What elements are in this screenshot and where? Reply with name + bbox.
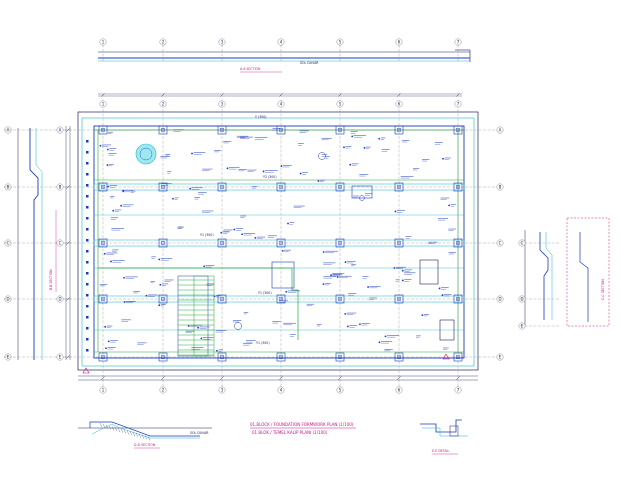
svg-text:5: 5	[339, 387, 342, 392]
grid-col-bubble-top-3: 3	[218, 38, 226, 46]
grid-col-bubble-bottom-1: 1	[99, 386, 107, 394]
svg-text:SOL DUVAR: SOL DUVAR	[300, 61, 319, 65]
right-section: C-C SECTION	[524, 217, 610, 327]
svg-text:2: 2	[162, 101, 165, 106]
bottom-left-section: D-D SECTION SOL DUVAR	[78, 421, 212, 449]
right-section-label: C-C SECTION	[601, 279, 605, 300]
svg-text:Y2 (300): Y2 (300)	[263, 175, 277, 179]
svg-text:3: 3	[221, 39, 224, 44]
grid-col-bubble-top-2: 2	[159, 38, 167, 46]
grid-col-bubble-top-7: 7	[454, 38, 462, 46]
svg-text:E: E	[499, 354, 502, 359]
grid-col-bubble-3: 3	[218, 100, 226, 108]
grid-col-bubble-bottom-2: 2	[159, 386, 167, 394]
svg-text:A: A	[499, 127, 502, 132]
svg-text:4: 4	[280, 39, 283, 44]
svg-text:2: 2	[162, 39, 165, 44]
grid-col-bubble-top-1: 1	[99, 38, 107, 46]
svg-text:Y1 (300): Y1 (300)	[256, 341, 270, 345]
grid-col-bubble-top-5: 5	[336, 38, 344, 46]
bottom-right-detail-label: E-E DETAIL	[432, 449, 449, 453]
svg-text:A: A	[7, 127, 10, 132]
svg-text:7: 7	[457, 39, 460, 44]
grid-col-bubble-bottom-3: 3	[218, 386, 226, 394]
svg-text:B: B	[499, 184, 502, 189]
svg-text:D: D	[6, 296, 9, 301]
top-section-label: A-A SECTION	[240, 67, 261, 71]
svg-text:6: 6	[398, 39, 401, 44]
left-section-label: B-B SECTION	[49, 269, 53, 290]
svg-text:5: 5	[339, 101, 342, 106]
grid-row-bubble-right-D: D	[496, 295, 504, 303]
svg-text:D: D	[58, 296, 61, 301]
grid-row-bubble-E: E	[56, 353, 64, 361]
svg-text:C: C	[7, 240, 10, 245]
plan-title-line1: 01.BLOCK / FOUNDATION FORMWORK PLAN (1/1…	[250, 422, 354, 427]
bottom-right-detail: E-E DETAIL	[420, 419, 468, 455]
svg-text:Y1 (300): Y1 (300)	[258, 291, 272, 295]
grid-col-bubble-2: 2	[159, 100, 167, 108]
grid-row-bubble-right-A: A	[496, 126, 504, 134]
bottom-left-section-label: D-D SECTION	[134, 443, 156, 447]
svg-text:B: B	[7, 184, 10, 189]
svg-text:E: E	[7, 354, 10, 359]
top-section: A-A SECTION SOL DUVAR	[98, 49, 471, 73]
svg-text:7: 7	[457, 387, 460, 392]
grid-col-bubble-bottom-7: 7	[454, 386, 462, 394]
svg-text:6: 6	[398, 101, 401, 106]
svg-text:5: 5	[339, 39, 342, 44]
svg-text:Y1 (300): Y1 (300)	[200, 233, 214, 237]
grid-col-bubble-1: 1	[99, 100, 107, 108]
svg-text:C: C	[499, 240, 502, 245]
grid-row-bubble-right-B: B	[496, 183, 504, 191]
svg-text:1: 1	[102, 101, 105, 106]
grid-col-bubble-4: 4	[277, 100, 285, 108]
svg-text:SOL DUVAR: SOL DUVAR	[190, 431, 209, 435]
foundation-plan: Y (300) Y2 (300) Y1 (300) Y1 (300) Y1 (3…	[77, 111, 479, 374]
svg-text:E: E	[59, 354, 62, 359]
grid-col-bubble-bottom-4: 4	[277, 386, 285, 394]
svg-text:1: 1	[102, 387, 105, 392]
grid-col-bubble-top-4: 4	[277, 38, 285, 46]
grid-col-bubble-bottom-6: 6	[395, 386, 403, 394]
left-section: B-B SECTION	[17, 128, 57, 360]
svg-text:B: B	[59, 184, 62, 189]
grid-col-bubble-bottom-5: 5	[336, 386, 344, 394]
svg-text:4: 4	[280, 387, 283, 392]
svg-text:3: 3	[221, 101, 224, 106]
grid-col-bubble-top-6: 6	[395, 38, 403, 46]
svg-text:C: C	[59, 240, 62, 245]
svg-text:6: 6	[398, 387, 401, 392]
svg-text:D: D	[498, 296, 501, 301]
grid-row-bubble-C: C	[56, 239, 64, 247]
svg-text:7: 7	[457, 101, 460, 106]
grid-row-bubble-A: A	[56, 126, 64, 134]
svg-text:4: 4	[280, 101, 283, 106]
grid-row-bubble-B: B	[56, 183, 64, 191]
grid-row-bubble-D: D	[56, 295, 64, 303]
grid-col-bubble-6: 6	[395, 100, 403, 108]
plan-title: 01.BLOCK / FOUNDATION FORMWORK PLAN (1/1…	[250, 422, 356, 435]
svg-text:1: 1	[102, 39, 105, 44]
grid-row-bubble-right-C: C	[496, 239, 504, 247]
grid-row-bubble-right-E: E	[496, 353, 504, 361]
svg-text:A: A	[59, 127, 62, 132]
plan-title-line2: 01.BLOK / TEMEL KALIP PLANI (1/100)	[252, 430, 328, 435]
svg-text:2: 2	[162, 387, 165, 392]
grid-col-bubble-5: 5	[336, 100, 344, 108]
grid-col-bubble-7: 7	[454, 100, 462, 108]
svg-text:Y (300): Y (300)	[255, 115, 267, 119]
svg-text:3: 3	[221, 387, 224, 392]
